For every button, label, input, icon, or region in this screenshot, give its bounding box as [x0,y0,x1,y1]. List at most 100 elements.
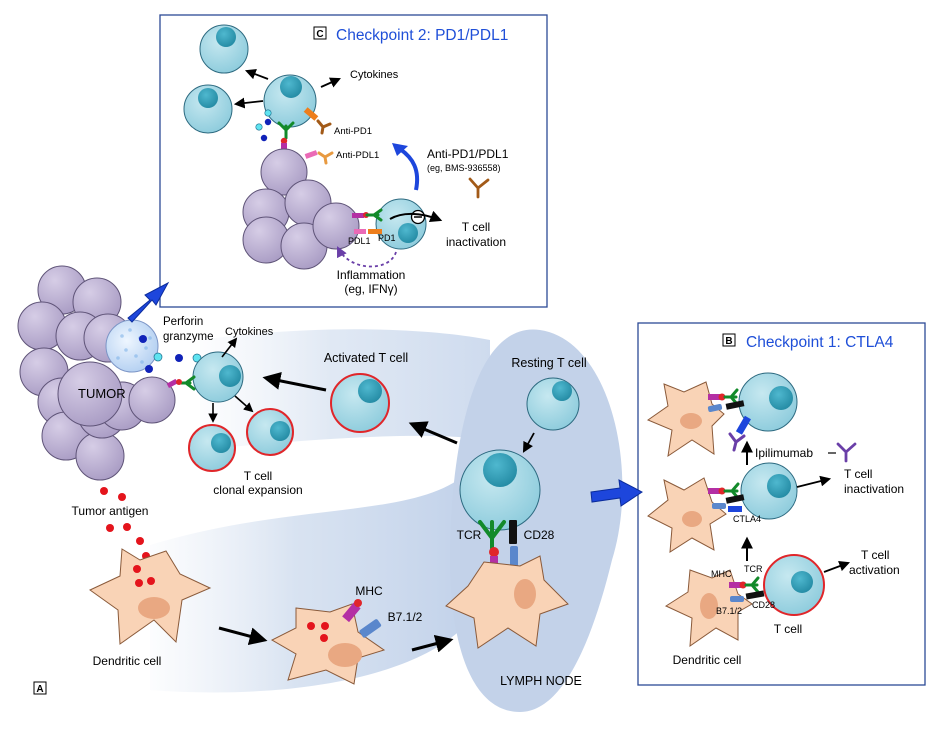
cytokines-label-a: Cytokines [225,326,274,338]
clonal-expansion-label-1: T cell [244,469,272,483]
arrow-dc-migration-2 [411,634,454,653]
dendritic-cell-1 [89,548,212,645]
activated-t-cell-label: Activated T cell [324,351,408,365]
dendritic-cell-1-antigen [133,565,155,587]
panel-b-cd28-label: CD28 [752,600,775,610]
b7-label-a: B7.1/2 [388,610,423,624]
arrow-to-effector [262,371,327,392]
panel-c-synapse [352,208,383,234]
panel-c-title: Checkpoint 2: PD1/PDL1 [336,27,508,44]
panel-c-tcr [277,121,295,153]
effector-tcr [166,375,196,391]
panel-c-arrow-daughter-2 [233,97,264,109]
panel-c-antibody-icon [468,177,490,199]
panel-c-daughter-cell-1 [199,24,249,74]
cd28-label-a: CD28 [524,528,555,542]
granzyme-particles [139,335,202,373]
panel-b-ctla4-label: CTLA4 [733,514,761,524]
panel-c-t-cell [263,74,317,128]
panel-b-arrow-inactivation [796,475,832,488]
panel-c-pd1-label: PD1 [378,233,396,243]
dendritic-cell-2-antigen [307,622,329,642]
panel-b-t-cell-2 [740,462,798,520]
tcr-label-a: TCR [457,528,482,542]
panel-b-inactivation-label-1: T cell [844,467,872,481]
panel-b-dendritic-label: Dendritic cell [673,653,742,667]
panel-c-pd1-receptor [303,107,319,121]
panel-b-activation-label-2: activation [849,563,900,577]
panel-b-t-cell-3 [763,554,825,616]
panel-b-dc-1-nucleus [680,413,702,429]
priming-t-cell [459,449,541,531]
tumor-label: TUMOR [78,386,126,401]
panel-c-inactivation-label-1: T cell [462,220,490,234]
anti-pd1-antibody [316,119,332,135]
arrow-dc-migration-1 [218,626,268,645]
tumor-antigen-dots [100,487,150,560]
panel-a-marker: A [36,684,43,695]
perforin-label: Perforin [163,316,203,328]
clonal-t-cell-2 [246,408,294,456]
lymph-node-dendritic-cell [445,555,569,649]
arrow-resting-to-naive [522,432,535,453]
tumor-mass [17,265,176,481]
panel-c-inflammation-loop [337,246,397,268]
tumor-antigen-label: Tumor antigen [72,504,149,518]
panel-c-blocking-arrowhead [392,143,408,156]
panel-c-inactivation-arrow [389,210,443,223]
lymph-node-label: LYMPH NODE [500,674,582,688]
panel-c-marker: C [316,29,323,40]
dendritic-cell-2-nucleus [328,643,362,667]
lymph-node-dc-nucleus [514,579,536,609]
clonal-t-cell-1 [188,424,236,472]
anti-pdl1-label: Anti-PDL1 [336,150,379,161]
panel-c-drug-example: (eg, BMS-936558) [427,163,501,173]
panel-b-tcr-label: TCR [744,564,763,574]
resting-t-cell-label: Resting T cell [511,356,586,370]
dendritic-cell-label-a: Dendritic cell [93,654,162,668]
panel-c-drug-label: Anti-PD1/PDL1 [427,147,509,161]
panel-c-pdl1-surface [304,150,334,165]
panel-b-marker-box [722,333,736,347]
panel-b-title: Checkpoint 1: CTLA4 [746,334,894,351]
panel-b-row3-receptors [729,576,765,602]
panel-c-granules [255,109,272,142]
granzyme-label: granzyme [163,331,214,343]
mhc-label-a: MHC [355,584,383,598]
arrow-cytokines-a [221,337,238,358]
panel-b-t-cell-label: T cell [774,622,802,636]
panel-b-arrow-activation [823,560,851,573]
panel-c-marker-box [313,26,327,40]
panel-b-ipilimumab-label: Ipilimumab [755,446,813,460]
anti-pd1-label: Anti-PD1 [334,126,372,137]
panel-c-inflammation-label-2: (eg, IFNγ) [344,282,397,296]
dc2-receptors [342,599,382,638]
panel-c-cytokines-label: Cytokines [350,69,399,81]
ipilimumab-antibody-icon [836,442,857,463]
panel-b-row2-receptors [708,482,745,512]
panel-b-t-cell-1 [738,372,798,432]
inhibition-icon [410,209,426,225]
panel-c-arrow-daughter-1 [244,69,269,80]
activated-t-cell [330,373,390,433]
panel-b-inactivation-label-2: inactivation [844,482,904,496]
panel-c-blocking-arrow [398,147,420,191]
arrow-expand-right [234,395,254,413]
clonal-expansion-label-2: clonal expansion [213,483,302,497]
panel-c-arrow-cytokines [320,77,341,88]
panel-a-marker-box [33,681,47,695]
migration-band [150,470,470,693]
arrow-to-activated [408,421,458,445]
panel-b-marker: B [725,336,732,347]
panel-b-activation-label-1: T cell [861,548,889,562]
panel-c-daughter-cell-2 [183,84,233,134]
effector-t-cell [192,351,244,403]
resting-t-cell [526,377,580,431]
panel-b-dc-2-nucleus [682,511,702,527]
dendritic-cell-1-nucleus [138,597,170,619]
panel-b-row1-receptors [707,388,751,452]
panel-b-dc-3-nucleus [700,593,718,619]
panel-c-inflammation-label-1: Inflammation [337,268,406,282]
arrow-to-panel-b [590,479,643,507]
